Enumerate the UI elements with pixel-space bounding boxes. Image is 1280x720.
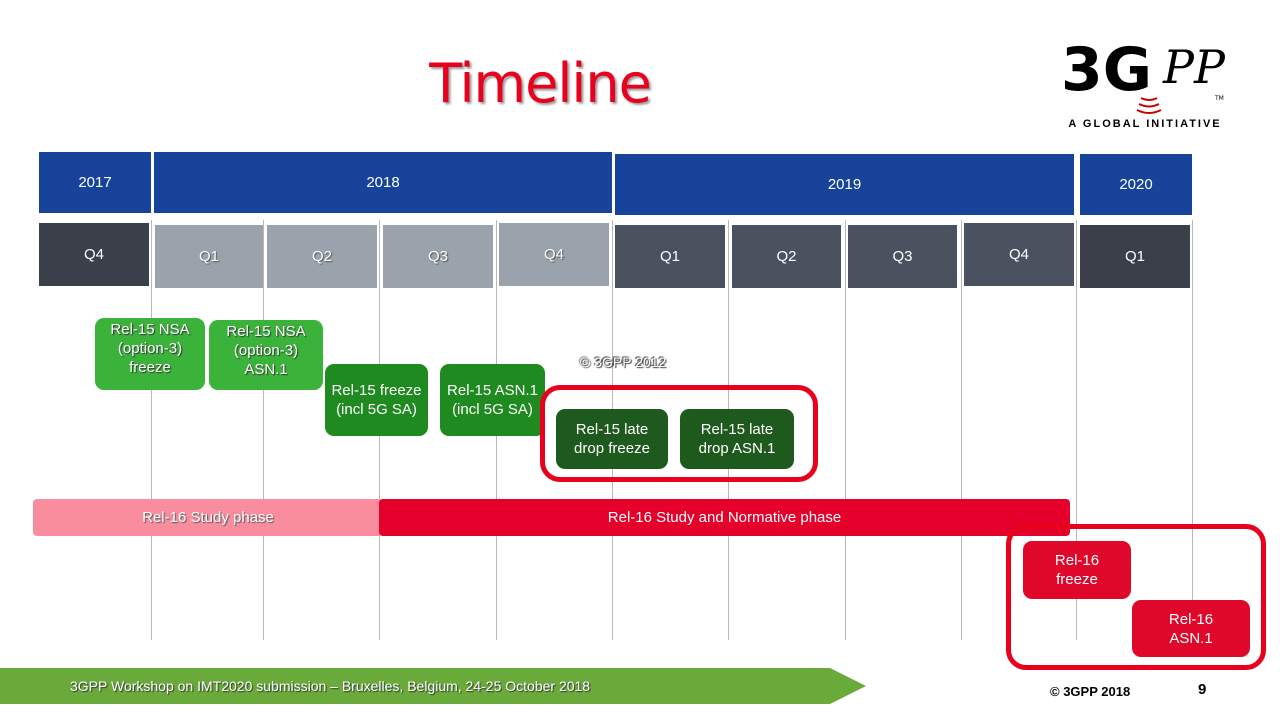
quarter-cell: Q4 — [499, 223, 609, 286]
quarter-cell: Q1 — [1080, 225, 1190, 288]
milestone-rel15-asn1: Rel-15 ASN.1 (incl 5G SA) — [440, 364, 545, 436]
rel16-study-phase-bar: Rel-16 Study phase — [33, 499, 383, 536]
milestone-label: Rel-15 freeze (incl 5G SA) — [331, 382, 422, 418]
footer-text: 3GPP Workshop on IMT2020 submission – Br… — [70, 678, 591, 694]
rel16-normative-phase-bar: Rel-16 Study and Normative phase — [379, 499, 1070, 536]
logo-tagline: A GLOBAL INITIATIVE — [1068, 118, 1222, 130]
svg-text:TM: TM — [1214, 95, 1224, 102]
svg-text:PP: PP — [1162, 40, 1226, 94]
quarter-cell: Q3 — [383, 225, 493, 288]
milestone-label: Rel-16 freeze — [1054, 552, 1100, 588]
milestone-late-drop-freeze: Rel-15 late drop freeze — [556, 409, 668, 469]
quarter-cell: Q3 — [848, 225, 957, 288]
milestone-rel15-nsa-freeze: Rel-15 NSA (option-3) freeze — [95, 318, 205, 390]
quarter-cell: Q1 — [615, 225, 725, 288]
grid-line — [1192, 220, 1193, 640]
year-2019: 2019 — [615, 154, 1074, 218]
milestone-rel15-nsa-asn1: Rel-15 NSA (option-3) ASN.1 — [209, 320, 323, 390]
grid-line — [151, 220, 152, 640]
year-2017: 2017 — [39, 152, 151, 216]
milestone-label: Rel-15 NSA (option-3) freeze — [110, 321, 190, 376]
milestone-label: Rel-15 late drop ASN.1 — [698, 421, 776, 457]
grid-line — [845, 220, 846, 640]
watermark-text: © 3GPP 2012 — [580, 354, 667, 370]
milestone-label: Rel-16 ASN.1 — [1168, 610, 1214, 647]
quarter-cell: Q4 — [964, 223, 1074, 286]
quarter-cell: Q1 — [155, 225, 263, 288]
year-2020: 2020 — [1080, 154, 1192, 218]
grid-line — [961, 220, 962, 640]
milestone-label: Rel-15 ASN.1 (incl 5G SA) — [447, 382, 538, 418]
quarter-cell: Q4 — [39, 223, 149, 286]
quarter-cell: Q2 — [732, 225, 841, 288]
late-drop-highlight — [540, 385, 818, 482]
slide-title: Timeline — [429, 52, 652, 115]
page-number: 9 — [1198, 681, 1207, 698]
milestone-label: Rel-15 late drop freeze — [574, 421, 650, 457]
3gpp-logo-mark: 3G PP TM — [1061, 35, 1226, 114]
quarter-cell: Q2 — [267, 225, 377, 288]
grid-line — [263, 220, 264, 640]
svg-text:3G: 3G — [1061, 35, 1152, 105]
milestone-rel16-freeze: Rel-16 freeze — [1023, 541, 1131, 599]
milestone-rel15-freeze: Rel-15 freeze (incl 5G SA) — [325, 364, 428, 436]
rel16-highlight — [1006, 524, 1266, 670]
footer-copyright: © 3GPP 2018 — [1050, 684, 1131, 699]
year-2018: 2018 — [154, 152, 612, 216]
footer-arrow — [0, 668, 866, 704]
milestone-rel16-asn1: Rel-16 ASN.1 — [1132, 600, 1250, 657]
3gpp-logo: 3G PP TM A GLOBAL INITIATIVE — [1055, 28, 1235, 138]
milestone-late-drop-asn1: Rel-15 late drop ASN.1 — [680, 409, 794, 469]
grid-line — [1076, 220, 1077, 640]
milestone-label: Rel-15 NSA (option-3) ASN.1 — [226, 323, 306, 378]
